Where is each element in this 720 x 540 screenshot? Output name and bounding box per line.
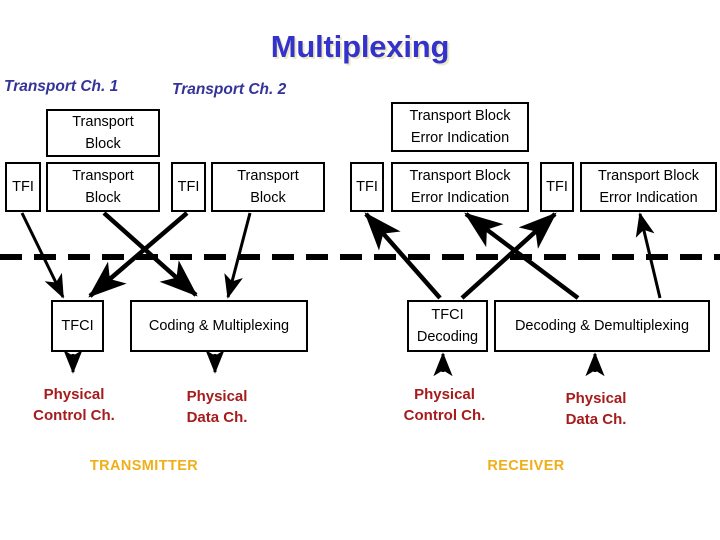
rx-decoding-demultiplexing-label: Decoding & Demultiplexing	[514, 317, 690, 334]
rx-upper-error-block-line2: Error Indication	[410, 130, 510, 146]
rx-ch1-tfi-label: TFI	[356, 178, 378, 195]
rx-physical-data-line1: Physical	[565, 390, 627, 407]
rx-physical-control-line1: Physical	[414, 386, 475, 403]
tx-ch2-tfi-label: TFI	[177, 178, 200, 195]
tx-physical-data-caption: Physical Data Ch.	[155, 386, 279, 429]
tx-coding-multiplexing-label: Coding & Multiplexing	[148, 317, 290, 334]
tx-ch2-tfi-box: TFI	[171, 162, 206, 212]
tx-ch1-transport-block-line2: Block	[85, 190, 121, 206]
tx-physical-control-line2: Control Ch.	[33, 407, 115, 425]
transport-channel-1-label: Transport Ch. 1	[4, 78, 119, 95]
tx-physical-control-line1: Physical	[43, 386, 105, 403]
tx-ch1-tfi-label: TFI	[12, 178, 34, 195]
tx-upper-transport-block-line1: Transport	[72, 113, 134, 130]
rx-physical-control-line2: Control Ch.	[403, 407, 486, 425]
rx-ch2-error-block-line1: Transport Block	[598, 167, 699, 184]
rx-upper-error-block-line1: Transport Block	[409, 107, 511, 124]
rx-decoding-demultiplexing-box: Decoding & Demultiplexing	[494, 300, 710, 352]
page-title: Multiplexing	[270, 29, 450, 64]
tx-physical-data-line2: Data Ch.	[186, 409, 248, 427]
rx-ch1-error-block: Transport Block Error Indication	[391, 162, 529, 212]
rx-tfci-decoding-line1: TFCI	[431, 306, 464, 323]
rx-ch2-tfi-label: TFI	[546, 178, 568, 195]
tx-upper-transport-block-line2: Block	[85, 136, 121, 152]
tx-tfci-box: TFCI	[51, 300, 104, 352]
tx-ch2-transport-block: Transport Block	[211, 162, 325, 212]
rx-physical-data-caption: Physical Data Ch.	[534, 388, 658, 431]
tx-upper-transport-block: Transport Block	[46, 109, 160, 157]
tx-ch1-tfi-box: TFI	[5, 162, 41, 212]
rx-physical-control-caption: Physical Control Ch.	[379, 384, 510, 427]
rx-ch2-tfi-box: TFI	[540, 162, 574, 212]
tx-coding-multiplexing-box: Coding & Multiplexing	[130, 300, 308, 352]
rx-ch1-error-block-line2: Error Indication	[410, 190, 510, 206]
rx-physical-data-line2: Data Ch.	[565, 411, 627, 429]
rx-tfci-decoding-box: TFCI Decoding	[407, 300, 488, 352]
tx-tfci-label: TFCI	[61, 317, 94, 334]
tx-ch2-transport-block-line1: Transport	[237, 167, 299, 184]
tx-physical-control-caption: Physical Control Ch.	[8, 384, 140, 427]
tx-ch1-transport-block: Transport Block	[46, 162, 160, 212]
rx-ch2-error-block: Transport Block Error Indication	[580, 162, 717, 212]
rx-upper-error-block: Transport Block Error Indication	[391, 102, 529, 152]
tx-ch2-transport-block-line2: Block	[250, 190, 286, 206]
tx-ch1-transport-block-line1: Transport	[72, 167, 134, 184]
transport-channel-2-label: Transport Ch. 2	[172, 81, 287, 98]
rx-ch1-error-block-line1: Transport Block	[409, 167, 511, 184]
tx-physical-data-line1: Physical	[186, 388, 248, 405]
transmitter-section-label: TRANSMITTER	[89, 458, 199, 474]
rx-ch2-error-block-line2: Error Indication	[599, 190, 698, 206]
rx-ch1-tfi-box: TFI	[350, 162, 384, 212]
rx-tfci-decoding-line2: Decoding	[416, 329, 479, 345]
air-interface-dashed-line	[0, 254, 720, 260]
receiver-section-label: RECEIVER	[487, 458, 565, 474]
